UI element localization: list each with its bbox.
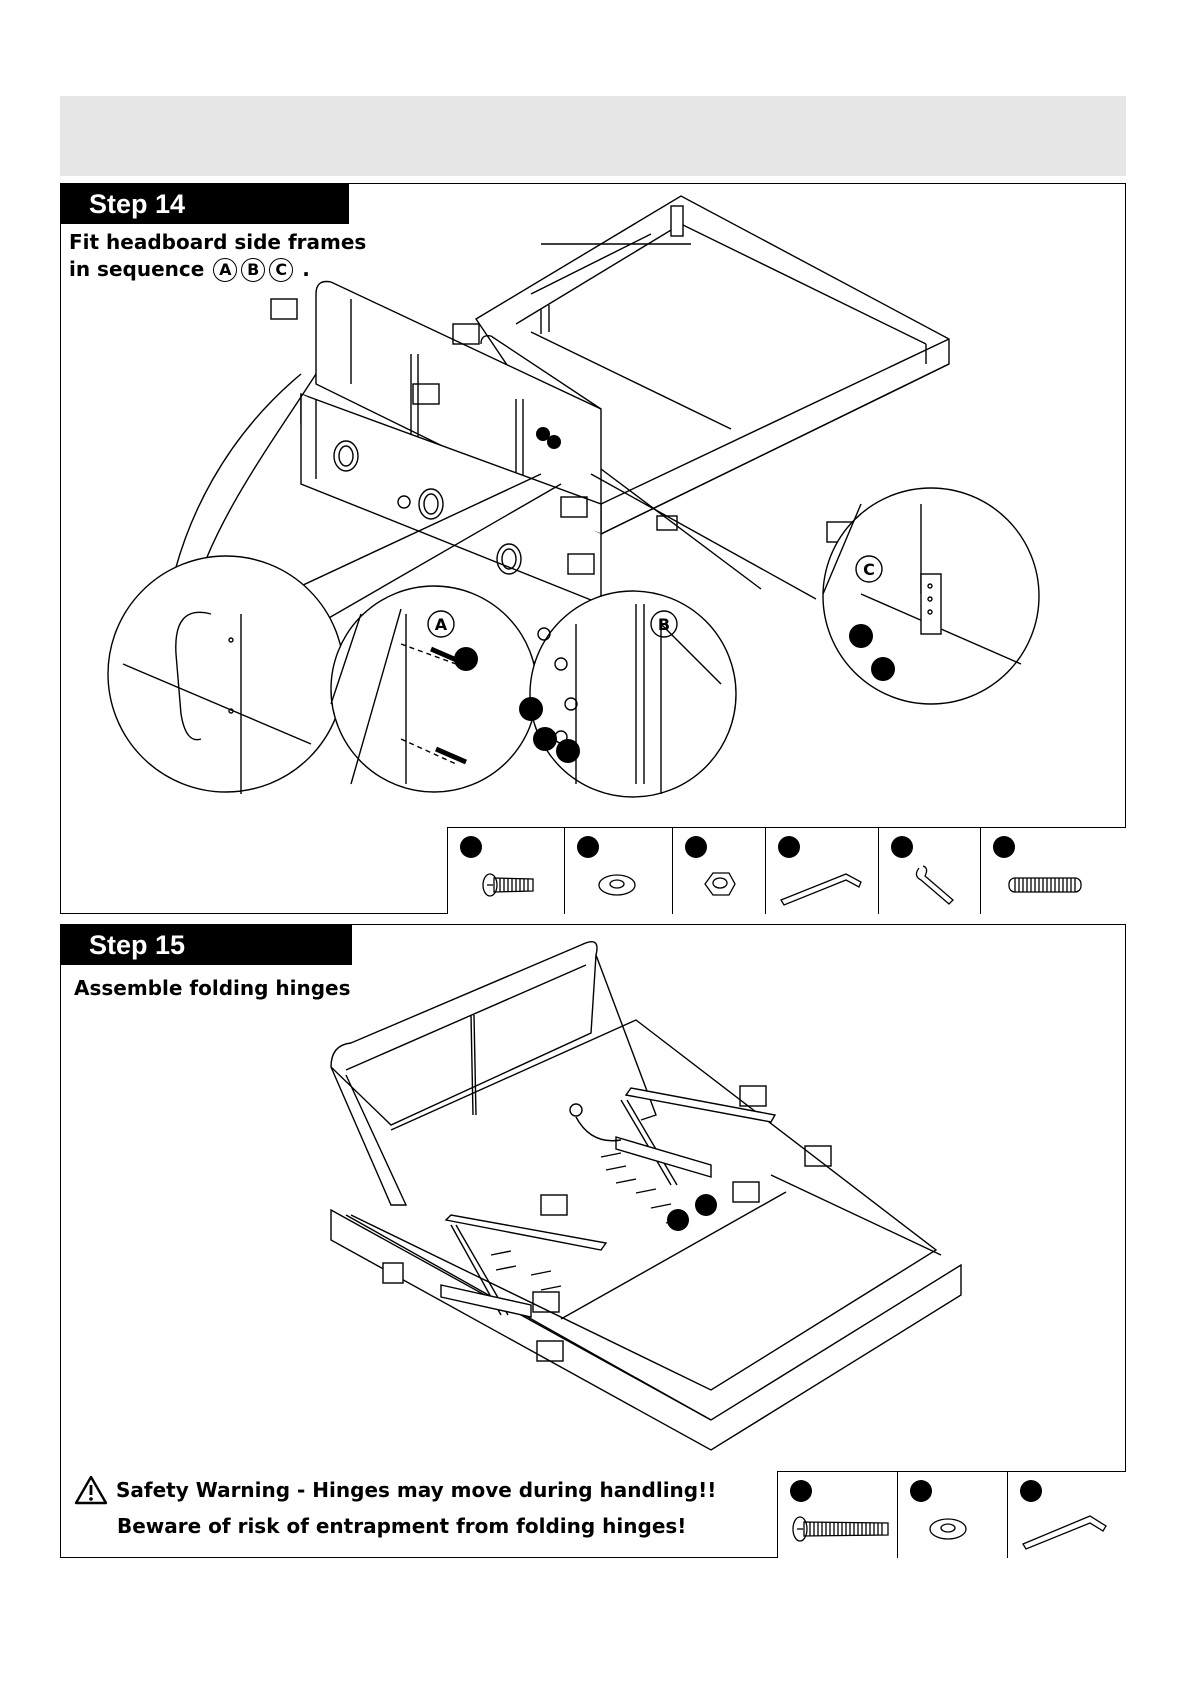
threaded-rod-icon [981,860,1126,910]
hinge-left [441,1215,606,1317]
part-marker [891,836,913,858]
part-marker [460,836,482,858]
raised-lid [331,942,656,1205]
detail-b: B [519,591,736,797]
part-marker [685,836,707,858]
allen-key-icon [766,860,879,910]
part-washer [565,828,673,914]
part-long-bolt [778,1472,898,1558]
allen-key-icon [1008,1504,1126,1554]
callout-a: A [435,615,448,634]
part-allen-key [766,828,879,914]
part-bolt [448,828,565,914]
step-15-panel: Step 15 Assemble folding hinges [60,924,1126,1558]
part-marker [778,836,800,858]
part-marker [577,836,599,858]
washer-icon [898,1504,1008,1554]
part-spanner [879,828,981,914]
warning-text-2: Beware of risk of entrapment from foldin… [117,1514,686,1538]
part-threaded-rod [981,828,1126,914]
step-14-panel: Step 14 Fit headboard side frames in seq… [60,183,1126,914]
part-marker [790,1480,812,1502]
warning-text-1: Safety Warning - Hinges may move during … [116,1478,716,1502]
header-band [60,96,1126,176]
part-marker [993,836,1015,858]
washer-icon [565,860,673,910]
bolt-icon [448,860,565,910]
step-14-parts-table [447,827,1126,914]
warning-line1: Safety Warning - Hinges may move during … [74,1475,716,1505]
part-marker [910,1480,932,1502]
step-15-illustration [61,925,1125,1557]
step-15-parts-table [777,1471,1126,1558]
part-marker [1020,1480,1042,1502]
callout-b: B [658,615,670,634]
callout-c: C [863,560,875,579]
detail-c: C [823,488,1039,704]
detail-left [108,556,344,794]
screws [491,1153,686,1290]
warning-triangle-icon [74,1475,108,1505]
long-bolt-icon [778,1504,898,1554]
hardware-dots [667,1194,717,1231]
detail-a: A [331,586,537,792]
hex-nut-icon [673,860,766,910]
spanner-icon [879,860,981,910]
part-allen-key [1008,1472,1126,1558]
step-14-illustration: A B [61,184,1125,913]
part-nut [673,828,766,914]
part-washer [898,1472,1008,1558]
